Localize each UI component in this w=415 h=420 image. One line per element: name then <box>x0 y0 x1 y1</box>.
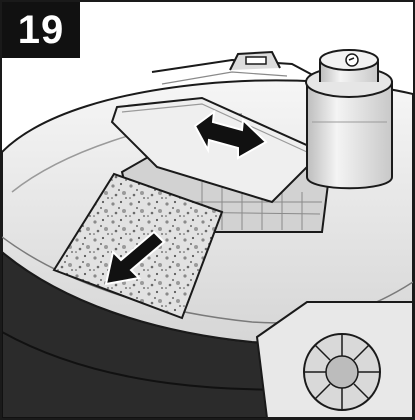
filter-cover <box>110 96 324 204</box>
arrow-lift-cover <box>193 109 268 160</box>
vent-grille <box>255 301 413 418</box>
arrow-remove-filter <box>104 230 166 286</box>
exhaust-port <box>305 49 393 190</box>
step-number-badge: 19 <box>2 2 80 58</box>
